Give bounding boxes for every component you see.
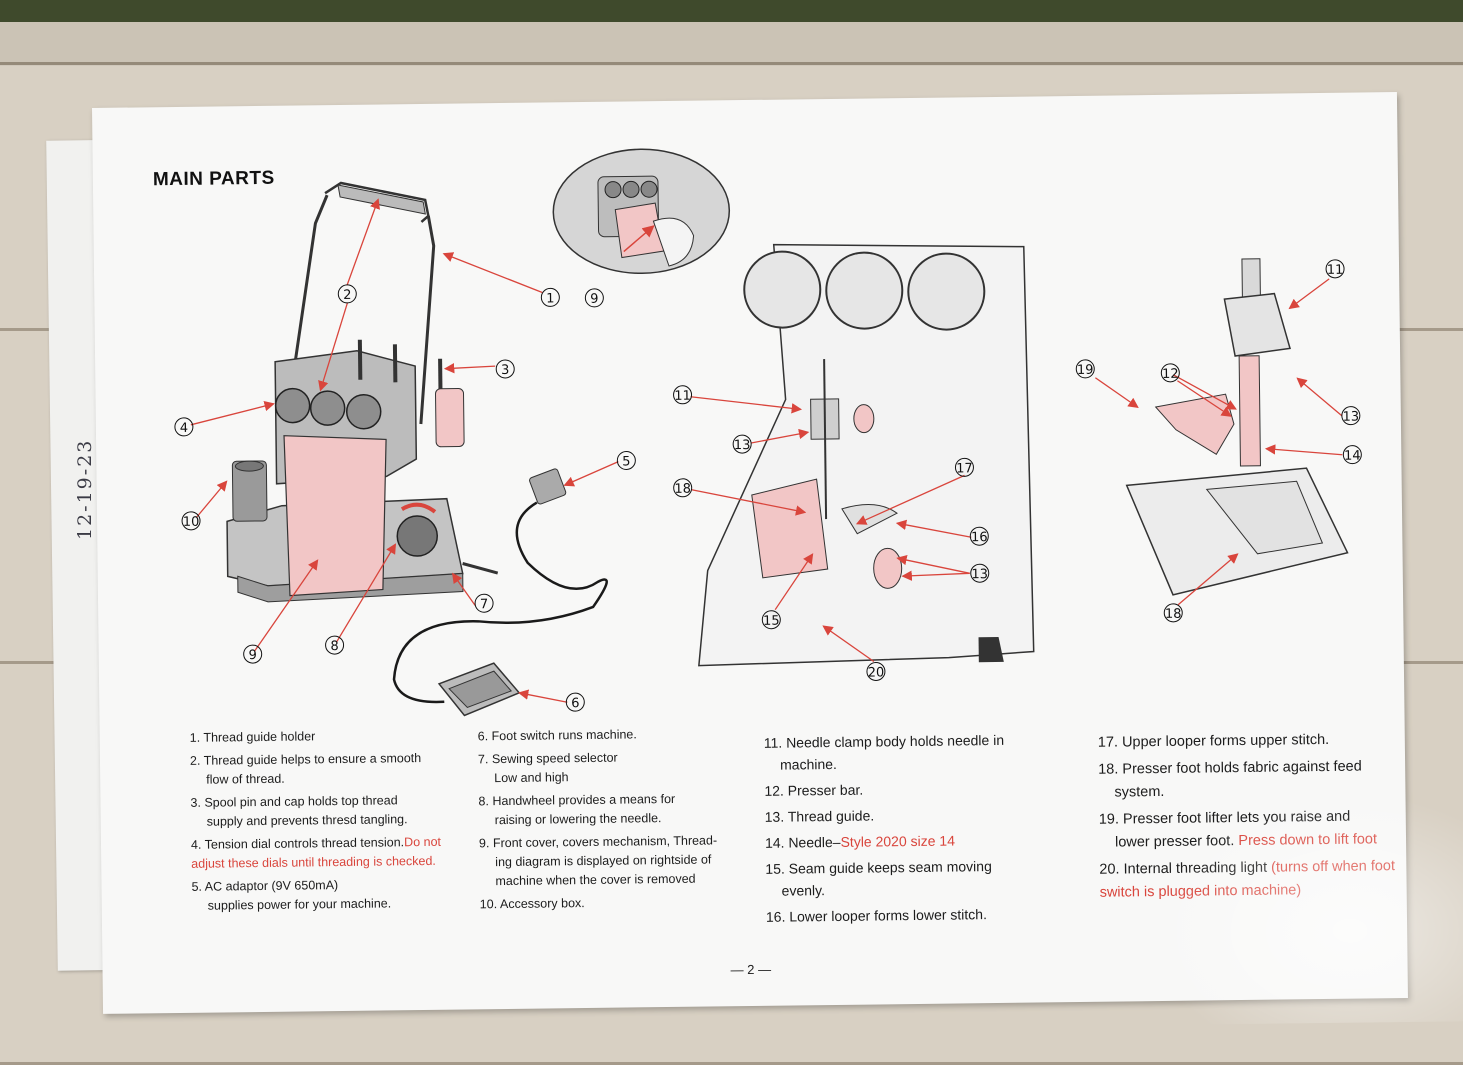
svg-text:9: 9 xyxy=(248,648,256,663)
svg-text:20: 20 xyxy=(868,665,885,680)
callout-3: 3 xyxy=(496,360,514,378)
svg-text:4: 4 xyxy=(180,421,188,436)
list-item: 10. Accessory box. xyxy=(480,892,755,914)
callout-20: 20 xyxy=(867,662,885,680)
callout-18: 18 xyxy=(674,479,692,497)
svg-text:6: 6 xyxy=(571,696,579,711)
callout-17: 17 xyxy=(955,458,973,476)
list-item: 14. Needle–Style 2020 size 14 xyxy=(765,828,1075,854)
callout-12: 12 xyxy=(1161,364,1179,382)
svg-text:18: 18 xyxy=(1165,607,1182,622)
svg-text:16: 16 xyxy=(971,530,988,545)
callout-2: 2 xyxy=(338,285,356,303)
svg-text:18: 18 xyxy=(674,482,691,497)
list-item: 1. Thread guide holder xyxy=(190,725,475,747)
list-item: 20. Internal threading light (turns off … xyxy=(1099,855,1400,905)
callout-13-foot: 13 xyxy=(1342,407,1360,425)
needle-area-diagram xyxy=(694,242,1034,666)
callout-10: 10 xyxy=(182,512,200,530)
callout-5: 5 xyxy=(617,451,635,469)
callout-15: 15 xyxy=(762,611,780,629)
callout-1: 1 xyxy=(541,288,559,306)
list-item: 5. AC adaptor (9V 650mA)supplies power f… xyxy=(191,874,476,915)
callout-13: 13 xyxy=(733,435,751,453)
callout-11: 11 xyxy=(673,386,691,404)
callout-7: 7 xyxy=(475,594,493,612)
parts-list-4: 17. Upper looper forms upper stitch. 18.… xyxy=(1098,728,1400,909)
svg-text:11: 11 xyxy=(1327,263,1344,278)
callout-19: 19 xyxy=(1076,360,1094,378)
svg-text:12: 12 xyxy=(1162,367,1179,382)
callout-18-foot: 18 xyxy=(1164,604,1182,622)
svg-text:5: 5 xyxy=(622,454,630,469)
callout-8: 8 xyxy=(325,636,343,654)
svg-text:7: 7 xyxy=(480,597,488,612)
background-rail xyxy=(0,22,1463,65)
svg-text:13: 13 xyxy=(734,438,751,453)
svg-text:11: 11 xyxy=(674,389,691,404)
list-item: 17. Upper looper forms upper stitch. xyxy=(1098,728,1398,755)
svg-text:14: 14 xyxy=(1344,449,1361,464)
callout-4: 4 xyxy=(175,418,193,436)
page-number: — 2 — xyxy=(730,962,771,977)
serger-machine xyxy=(223,180,608,719)
callout-14: 14 xyxy=(1343,446,1361,464)
callout-9: 9 xyxy=(244,645,262,663)
list-item: 18. Presser foot holds fabric against fe… xyxy=(1098,755,1399,805)
callout-9-inset: 9 xyxy=(585,289,603,307)
parts-list-2: 6. Foot switch runs machine. 7. Sewing s… xyxy=(478,724,755,918)
list-item: 2. Thread guide helps to ensure a smooth… xyxy=(190,748,475,789)
list-item: 13. Thread guide. xyxy=(765,802,1075,828)
svg-text:1: 1 xyxy=(546,291,554,306)
svg-text:13: 13 xyxy=(1343,410,1360,425)
svg-text:9: 9 xyxy=(590,292,598,307)
callout-6: 6 xyxy=(566,693,584,711)
list-item: 16. Lower looper forms lower stitch. xyxy=(766,902,1076,928)
svg-text:15: 15 xyxy=(763,614,780,629)
svg-text:10: 10 xyxy=(183,515,200,530)
svg-text:19: 19 xyxy=(1077,363,1094,378)
callout-16: 16 xyxy=(970,527,988,545)
list-item: 12. Presser bar. xyxy=(764,776,1074,802)
svg-text:8: 8 xyxy=(330,639,338,654)
parts-list-1: 1. Thread guide holder 2. Thread guide h… xyxy=(190,725,477,919)
list-item: 4. Tension dial controls thread tension.… xyxy=(191,832,476,873)
front-cover-inset xyxy=(553,148,731,274)
manual-page: MAIN PARTS xyxy=(92,92,1408,1014)
list-item: 6. Foot switch runs machine. xyxy=(478,724,753,746)
list-item: 19. Presser foot lifter lets you raise a… xyxy=(1099,805,1400,855)
svg-text:3: 3 xyxy=(501,363,509,378)
svg-text:17: 17 xyxy=(956,461,973,476)
callout-13-lower: 13 xyxy=(971,564,989,582)
list-item: 9. Front cover, covers mechanism, Thread… xyxy=(479,831,755,891)
callout-11-foot: 11 xyxy=(1326,260,1344,278)
svg-text:2: 2 xyxy=(343,288,351,303)
svg-text:13: 13 xyxy=(971,567,988,582)
presser-foot-diagram xyxy=(1124,258,1348,596)
